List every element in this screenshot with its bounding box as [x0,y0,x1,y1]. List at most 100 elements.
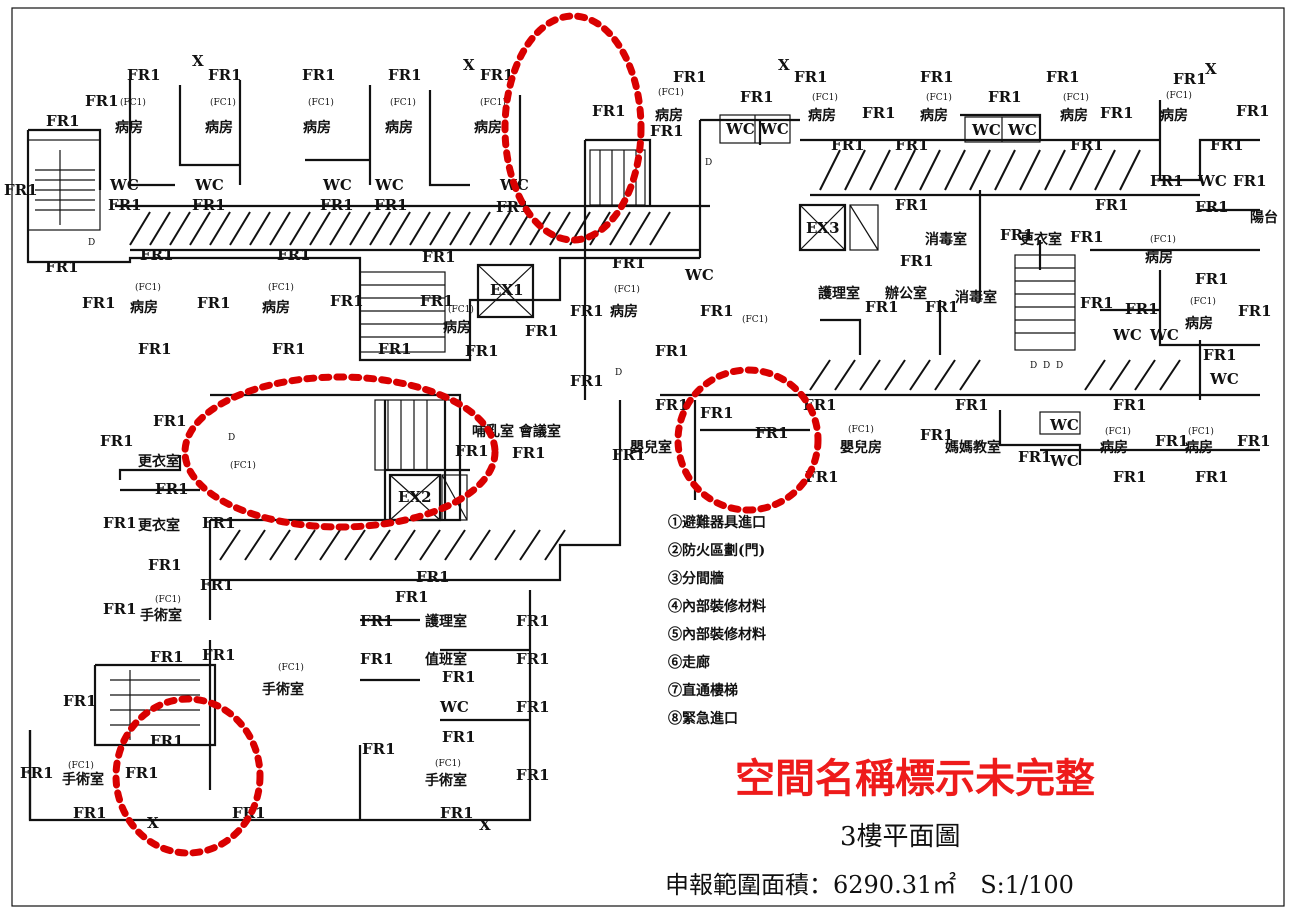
fr1-label: FR1 [138,340,172,358]
fc1-label: (FC1) [926,92,952,103]
room-operating: 手術室 [262,681,304,698]
elevator-label-ex3: EX3 [806,219,840,237]
fr1-label: FR1 [125,764,159,782]
wc-boxes [719,114,1081,435]
room-duty: 值班室 [425,651,467,668]
fr1-label: FR1 [920,68,954,86]
fr1-label: FR1 [320,196,354,214]
declared-area: 申報範圍面積：6290.31㎡ S:1/100 [665,871,1074,899]
wc-label: WC [322,176,352,194]
room-nurse-station: 護理室 [425,613,467,630]
fc1-label: (FC1) [230,460,256,471]
fr1-label: FR1 [650,122,684,140]
fr1-label: FR1 [155,480,189,498]
room-ward: 病房 [610,303,638,320]
fr1-label: FR1 [388,66,422,84]
fr1-label: FR1 [1195,198,1229,216]
fr1-label: FR1 [63,692,97,710]
fr1-label: FR1 [740,88,774,106]
fr1-label: FR1 [1195,468,1229,486]
stair-center [359,271,446,353]
annotation-oval-west [181,373,499,531]
fc1-label: (FC1) [848,424,874,435]
annotation-oval-north [501,12,645,244]
fr1-label: FR1 [862,104,896,122]
fr1-label: FR1 [525,322,559,340]
fc1-label: (FC1) [1190,296,1216,307]
fr1-label: FR1 [442,728,476,746]
fr1-label: FR1 [516,650,550,668]
fr1-label: FR1 [442,668,476,686]
fr1-label: FR1 [1233,172,1267,190]
door-mark: D [88,238,95,248]
fr1-label: FR1 [512,444,546,462]
room-disinfection: 消毒室 [955,289,997,306]
fr1-label: FR1 [4,181,38,199]
wc-label: WC [439,698,469,716]
fr1-label: FR1 [422,248,456,266]
wc-label: WC [194,176,224,194]
wc-label: WC [1197,172,1227,190]
room-office: 辦公室 [885,285,927,302]
fc1-label: (FC1) [1150,234,1176,245]
fc1-label: (FC1) [278,662,304,673]
wc-label: WC [1049,416,1079,434]
fc1-label: (FC1) [210,97,236,108]
fc1-label: (FC1) [68,760,94,771]
wc-label: WC [1007,121,1037,139]
room-ward: 病房 [474,119,502,136]
wc-label: WC [684,266,714,284]
fr1-label: FR1 [1195,270,1229,288]
x-mark: X [1205,60,1217,78]
fr1-label: FR1 [925,298,959,316]
fr1-label: FR1 [362,740,396,758]
wc-label: WC [1049,452,1079,470]
fr1-label: FR1 [440,804,474,822]
fr1-label: FR1 [1210,136,1244,154]
fc1-label: (FC1) [1105,426,1131,437]
fr1-label: FR1 [202,514,236,532]
fr1-label: FR1 [153,412,187,430]
fr1-label: FR1 [570,302,604,320]
fc1-label: (FC1) [742,314,768,325]
fr1-label: FR1 [1238,302,1272,320]
room-baby: 嬰兒房 [840,439,882,456]
room-ward: 病房 [443,319,471,336]
fr1-label: FR1 [103,514,137,532]
fr1-label: FR1 [1000,226,1034,244]
annotation-oval-center [674,366,822,514]
fr1-label: FR1 [277,246,311,264]
fr1-label: FR1 [82,294,116,312]
fr1-label: FR1 [1236,102,1270,120]
fr1-label: FR1 [865,298,899,316]
wc-label: WC [725,120,755,138]
fr1-label: FR1 [655,396,689,414]
fr1-label: FR1 [360,650,394,668]
legend-item: ⑤內部裝修材料 [668,626,766,643]
door-mark: D [705,158,712,168]
fc1-label: (FC1) [1188,426,1214,437]
legend-item: ③分間牆 [668,570,724,587]
fr1-label: FR1 [988,88,1022,106]
fr1-label: FR1 [148,556,182,574]
fr1-label: FR1 [516,612,550,630]
fr1-label: FR1 [127,66,161,84]
room-ward: 病房 [130,299,158,316]
fr1-label: FR1 [1173,70,1207,88]
fr1-label: FR1 [1046,68,1080,86]
legend-item: ⑥走廊 [668,654,710,671]
elevator-label-ex2: EX2 [398,488,432,506]
room-ward: 病房 [385,119,413,136]
fr1-label: FR1 [420,292,454,310]
x-mark: X [778,56,790,74]
legend-item: ④內部裝修材料 [668,598,766,615]
fr1-label: FR1 [673,68,707,86]
fr1-label: FR1 [570,372,604,390]
elevator-label-ex1: EX1 [490,281,524,299]
fr1-label: FR1 [480,66,514,84]
legend-item: ②防火區劃(門) [668,542,765,559]
room-ward: 病房 [1185,315,1213,332]
fr1-label: FR1 [46,112,80,130]
fr1-label: FR1 [100,432,134,450]
room-balcony: 陽台 [1250,209,1278,226]
